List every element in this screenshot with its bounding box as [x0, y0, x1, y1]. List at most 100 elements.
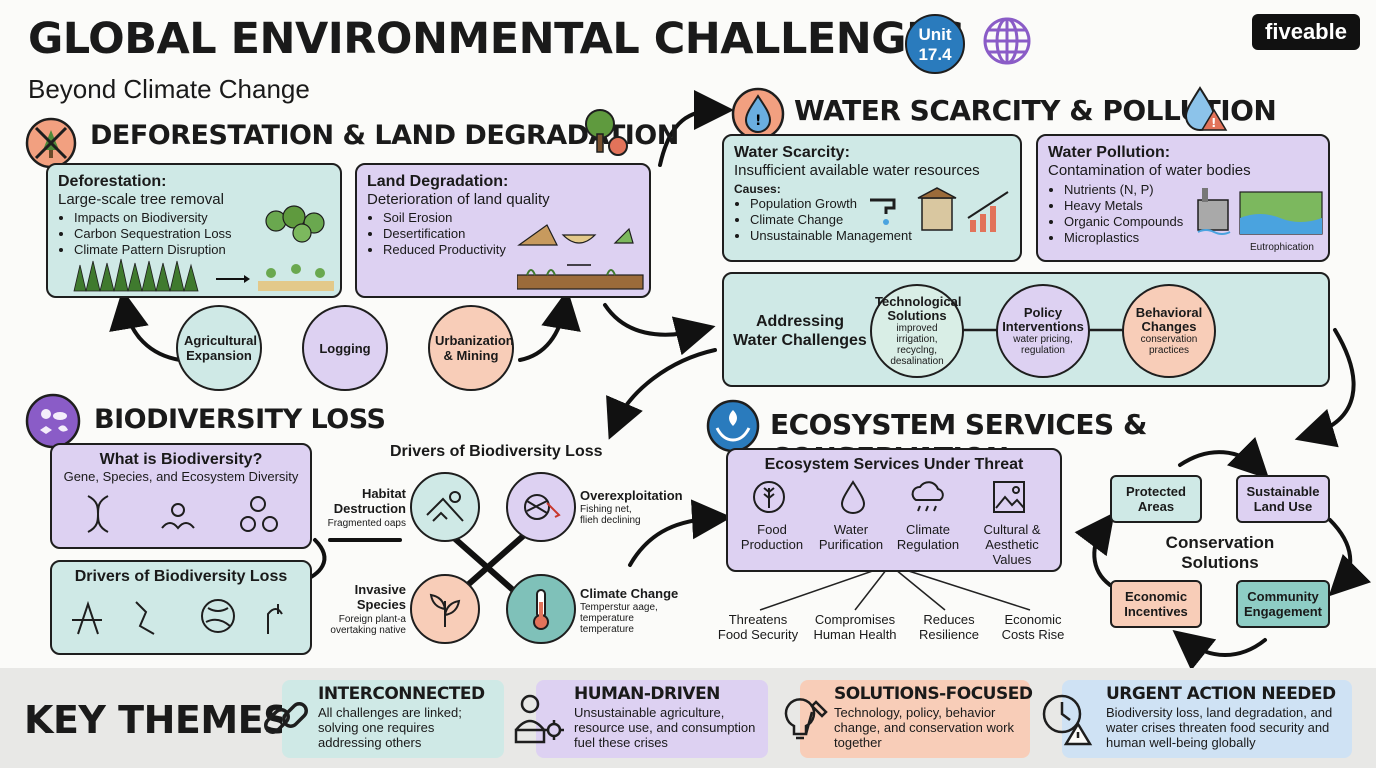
- conservation-community: Community Engagement: [1236, 580, 1330, 628]
- pollutant-item: Nutrients (N, P): [1064, 182, 1318, 198]
- conservation-economic: Economic Incentives: [1110, 580, 1202, 628]
- cloud-rain-icon: [908, 480, 948, 514]
- hands-leaf-icon: [705, 398, 761, 454]
- drivers-box-title: Drivers of Biodiversity Loss: [74, 568, 288, 585]
- biodiversity-heading: BIODIVERSITY LOSS: [94, 404, 386, 435]
- water-pollution-desc: Contamination of water bodies: [1048, 162, 1251, 179]
- unit-badge: Unit 17.4: [905, 14, 965, 74]
- impact-label: Economic Costs Rise: [1001, 612, 1065, 642]
- brand-text: fiveable: [1265, 19, 1347, 44]
- impact-label: Threatens Food Security: [717, 612, 799, 642]
- chain-link-icon: [258, 690, 314, 746]
- driver-title: Habitat Destruction: [333, 486, 406, 516]
- wheat-icon: [752, 480, 786, 514]
- animals-icon: [24, 392, 82, 450]
- unit-label: Unit: [918, 25, 952, 44]
- what-is-biodiversity-desc: Gene, Species, and Ecosystem Diversity: [63, 469, 299, 484]
- land-degradation-desc: Deterioration of land quality: [367, 191, 550, 208]
- theme-card: [1062, 680, 1352, 758]
- pollutant-item: Heavy Metals: [1064, 198, 1318, 214]
- factory-pollution-icon: [1196, 186, 1326, 238]
- what-is-biodiversity-title: What is Biodiversity?: [99, 451, 263, 468]
- water-drop-warning-icon: !: [730, 86, 786, 142]
- driver-title: Invasive Species: [354, 582, 406, 612]
- land-degradation-item: Desertification: [383, 226, 639, 242]
- driver-title: Overexploitation: [580, 488, 683, 503]
- services-title: Ecosystem Services Under Threat: [764, 456, 1024, 473]
- driver-title: Climate Change: [580, 586, 679, 601]
- page-title: GLOBAL ENVIRONMENTAL CHALLENGES: [28, 14, 966, 64]
- conservation-label: Protected Areas: [1126, 484, 1186, 514]
- deforestation-item: Climate Pattern Disruption: [74, 242, 330, 258]
- drivers-title: Drivers of Biodiversity Loss: [390, 443, 603, 460]
- drop-alert-icon: !: [1180, 84, 1228, 132]
- solution-technological: Technological Solutions improved irrigat…: [870, 284, 964, 378]
- scarcity-cause: Population Growth: [750, 196, 1010, 212]
- driver-desc: Foreign plant-a overtaking native: [330, 614, 406, 636]
- services-box: Ecosystem Services Under Threat: [726, 448, 1062, 572]
- theme-card: [536, 680, 768, 758]
- causes-label: Causes:: [734, 182, 781, 196]
- land-degradation-box: Land Degradation: Deterioration of land …: [355, 163, 651, 298]
- eutrophication-label: Eutrophication: [1250, 242, 1314, 253]
- impact-label: Reduces Resilience: [919, 612, 979, 642]
- solution-desc: conservation practices: [1140, 334, 1198, 356]
- driver-desc: Fragmented oaps: [327, 518, 406, 529]
- key-themes-label: KEY THEMES: [24, 698, 290, 742]
- solution-behavioral: Behavioral Changes conservation practice…: [1122, 284, 1216, 378]
- solution-desc: water pricing, regulation: [1013, 334, 1073, 356]
- pollutant-item: Microplastics: [1064, 230, 1318, 246]
- soil-erosion-icon: [517, 205, 645, 291]
- drivers-icons: [58, 594, 304, 638]
- deforestation-box: Deforestation: Large-scale tree removal …: [46, 163, 342, 298]
- drivers-box: Drivers of Biodiversity Loss: [50, 560, 312, 655]
- deforestation-heading: DEFORESTATION & LAND DEGRADATION: [90, 120, 679, 151]
- addressing-label: Addressing Water Challenges: [733, 313, 867, 349]
- invasive-species-icon: [410, 574, 480, 644]
- forest-icon: [66, 203, 338, 293]
- water-scarcity-desc: Insufficient available water resources: [734, 162, 980, 179]
- solution-title: Technological Solutions: [875, 294, 962, 323]
- theme-desc: Unsustainable agriculture, resource use,…: [574, 705, 756, 750]
- driver-desc: Fishing net, flieh declining: [580, 504, 641, 526]
- service-label: Cultural & Aesthetic Values: [983, 522, 1041, 567]
- theme-desc: Biodiversity loss, land degradation, and…: [1106, 705, 1333, 750]
- theme-card: [800, 680, 1030, 758]
- fiveable-logo: fiveable: [1252, 14, 1360, 50]
- solution-title: Policy Interventions: [1002, 305, 1084, 334]
- theme-title: URGENT ACTION NEEDED: [1106, 684, 1336, 704]
- globe-icon: [980, 14, 1034, 68]
- theme-card: [282, 680, 504, 758]
- cause-label: Logging: [319, 340, 371, 356]
- conservation-label: Economic Incentives: [1124, 589, 1188, 619]
- landscape-picture-icon: [992, 480, 1026, 514]
- land-degradation-item: Reduced Productivity: [383, 242, 639, 258]
- theme-title: SOLUTIONS-FOCUSED: [834, 684, 1033, 704]
- person-gear-icon: [510, 690, 568, 746]
- conservation-sustainable-land: Sustainable Land Use: [1236, 475, 1330, 523]
- svg-text:!: !: [1211, 116, 1216, 130]
- solution-policy: Policy Interventions water pricing, regu…: [996, 284, 1090, 378]
- cause-logging: Logging: [302, 305, 388, 391]
- conservation-label: Community Engagement: [1243, 589, 1322, 619]
- land-degradation-title: Land Degradation:: [367, 173, 509, 190]
- cause-label: Agricultural Expansion: [184, 333, 257, 363]
- clock-warning-icon: [1040, 690, 1096, 746]
- theme-title: INTERCONNECTED: [318, 684, 485, 704]
- solution-desc: improved irrigation, recyclng, desalinat…: [890, 323, 944, 367]
- faucet-well-chart-icon: [866, 186, 1016, 236]
- unit-number: 17.4: [918, 45, 952, 64]
- driver-desc: Temperstur aage, temperature temperature: [580, 602, 658, 635]
- overexploitation-icon: [506, 472, 576, 542]
- deforestation-desc: Large-scale tree removal: [58, 191, 224, 208]
- pollutant-item: Organic Compounds: [1064, 214, 1318, 230]
- conservation-center: Conservation Solutions: [1165, 533, 1275, 572]
- no-tree-icon: [24, 116, 78, 170]
- cause-label: Urbanization & Mining: [435, 333, 514, 363]
- water-scarcity-box: Water Scarcity: Insufficient available w…: [722, 134, 1022, 262]
- service-label: Climate Regulation: [896, 522, 960, 552]
- deforestation-title: Deforestation:: [58, 173, 167, 190]
- tree-warning-icon: [578, 106, 630, 158]
- scarcity-cause: Climate Change: [750, 212, 1010, 228]
- page-subtitle: Beyond Climate Change: [28, 74, 310, 104]
